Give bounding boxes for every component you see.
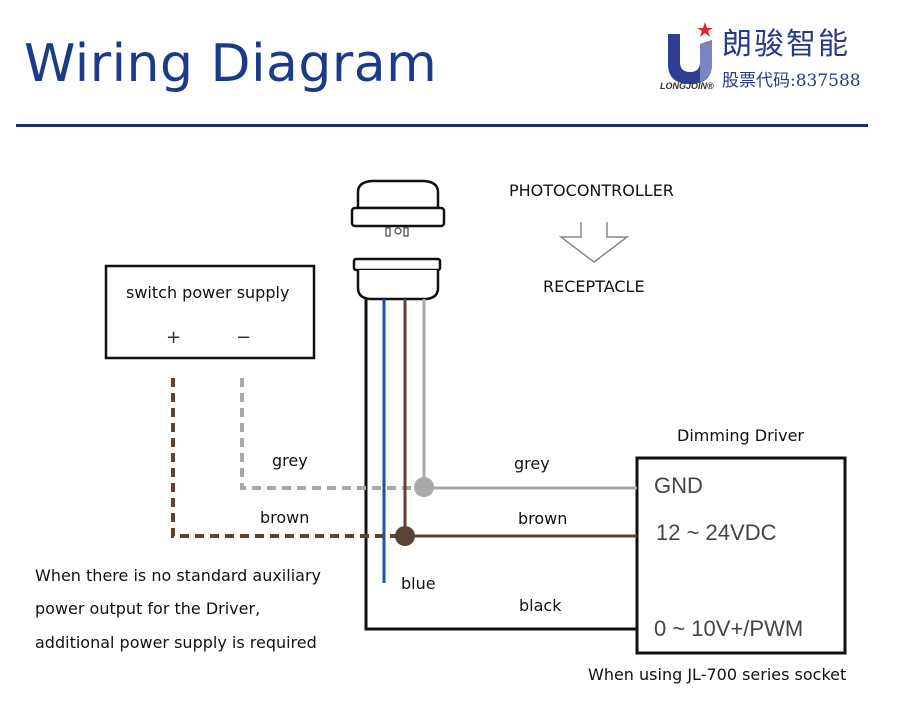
label-grey-right: grey — [514, 454, 550, 473]
junction-brown — [395, 526, 415, 546]
label-socket-note: When using JL-700 series socket — [588, 665, 847, 684]
label-black: black — [519, 596, 562, 615]
dimming-driver-box — [635, 456, 847, 655]
wire-grey-dashed — [240, 378, 424, 490]
down-arrow-icon — [558, 222, 630, 263]
label-receptacle: RECEPTACLE — [543, 277, 645, 296]
driver-power: 12 ~ 24VDC — [656, 520, 777, 545]
photocontroller-prongs-icon — [385, 227, 409, 237]
logo-stock-code: 股票代码:837588 — [722, 71, 861, 91]
driver-signal: 0 ~ 10V+/PWM — [654, 616, 804, 641]
power-supply-box — [104, 264, 316, 360]
note-line-1: When there is no standard auxiliary — [35, 566, 321, 585]
label-power-supply: switch power supply — [126, 283, 290, 302]
logo-brand-en: LONGJOIN® — [660, 81, 714, 91]
label-brown-right: brown — [518, 509, 568, 528]
label-brown-left: brown — [260, 508, 310, 527]
note-line-3: additional power supply is required — [35, 633, 317, 652]
label-driver-title: Dimming Driver — [677, 426, 804, 445]
junction-grey — [414, 477, 434, 497]
logo-brand-cn: 朗骏智能 — [722, 27, 850, 62]
page-title: Wiring Diagram — [24, 34, 438, 94]
label-photocontroller: PHOTOCONTROLLER — [509, 181, 674, 200]
wire-brown — [403, 299, 637, 538]
label-plus: + — [166, 327, 182, 348]
driver-gnd: GND — [654, 473, 703, 498]
note-line-2: power output for the Driver, — [35, 599, 261, 618]
receptacle-icon — [352, 257, 442, 301]
header-divider — [16, 124, 868, 127]
photocontroller-icon — [350, 179, 446, 228]
label-grey-left: grey — [272, 451, 308, 470]
wire-black — [364, 299, 637, 631]
label-blue: blue — [401, 574, 436, 593]
label-minus: − — [236, 327, 252, 348]
wire-brown-dashed — [171, 378, 405, 538]
